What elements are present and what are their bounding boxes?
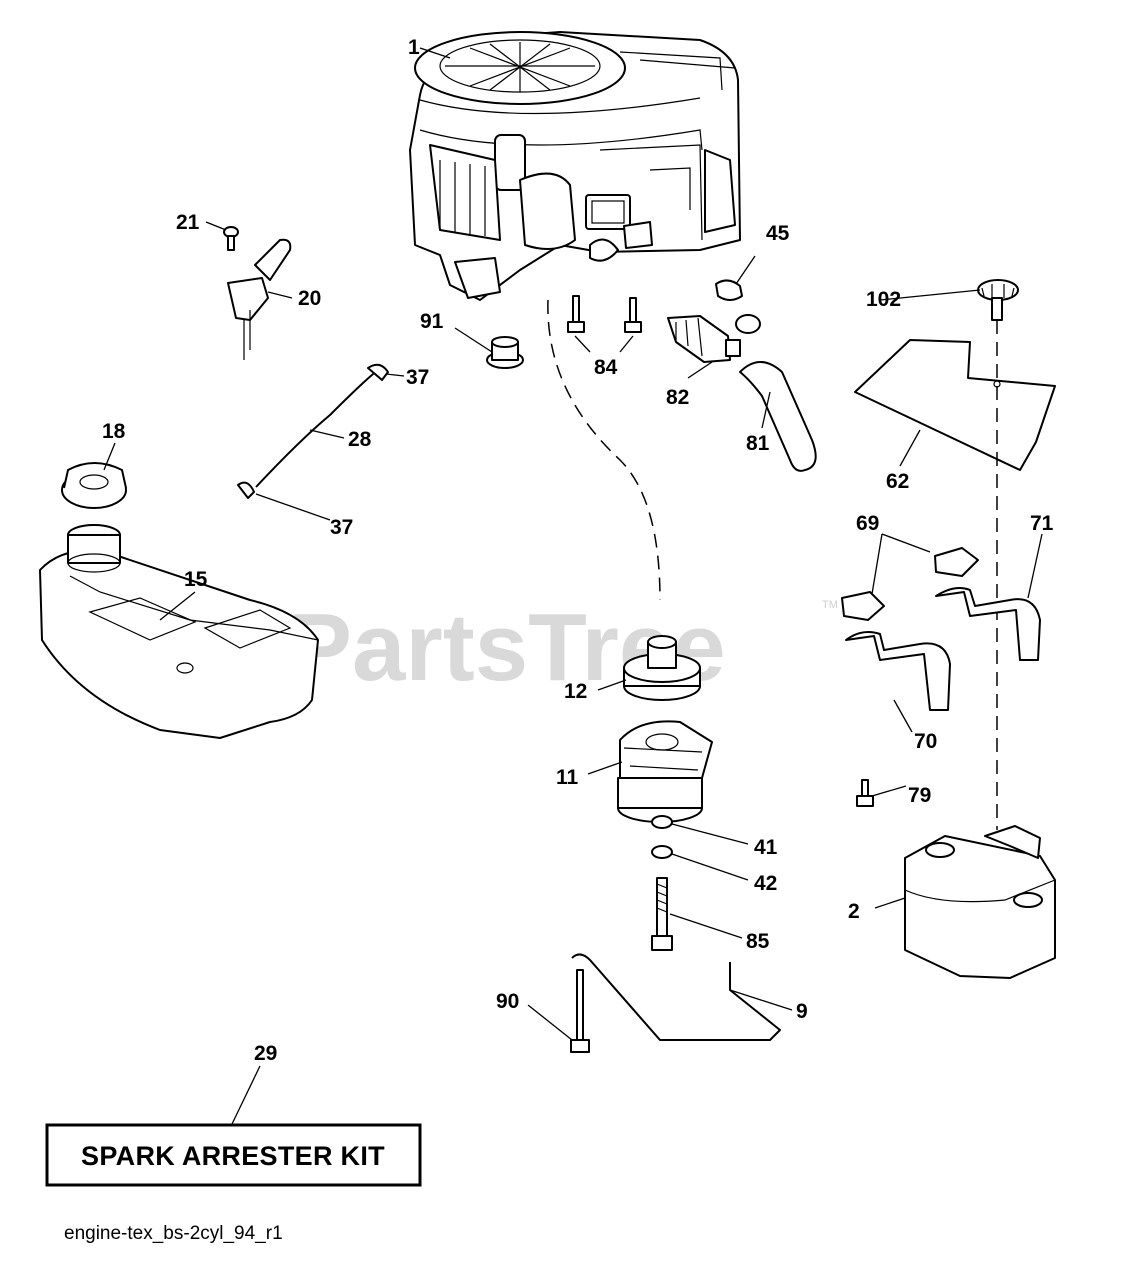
callout-29: 29 — [254, 1042, 277, 1065]
part-2-muffler — [904, 825, 1056, 979]
callout-79: 79 — [908, 784, 931, 807]
callout-71: 71 — [1030, 512, 1054, 535]
part-20-throttle-bracket — [227, 238, 292, 360]
callout-18: 18 — [102, 420, 126, 443]
callout-15: 15 — [184, 568, 208, 591]
part-18-fuel-cap — [61, 462, 127, 509]
callout-labels: 1 21 20 45 102 91 84 82 81 37 28 37 18 1… — [102, 36, 1054, 1065]
callout-69: 69 — [856, 512, 879, 535]
part-28-fuel-line — [255, 369, 379, 488]
callout-84: 84 — [594, 356, 618, 379]
callout-28: 28 — [348, 428, 372, 451]
part-82-drain-valve — [667, 314, 761, 363]
part-41-washer — [651, 815, 673, 829]
part-37-clamp-upper — [367, 363, 389, 381]
callout-62: 62 — [886, 470, 909, 493]
part-37-clamp-lower — [237, 481, 255, 499]
part-69-gasket-upper — [934, 547, 979, 577]
part-45-fitting — [715, 279, 743, 301]
part-9-bracket — [571, 953, 781, 1041]
callout-11: 11 — [556, 766, 579, 789]
watermark-trademark: TM — [822, 599, 838, 611]
part-70-exhaust-pipe — [845, 631, 951, 711]
callout-9: 9 — [796, 1000, 808, 1023]
engine — [409, 31, 741, 301]
callout-12: 12 — [564, 680, 587, 703]
callout-81: 81 — [746, 432, 770, 455]
part-11-pto-clutch — [617, 720, 713, 823]
callout-102: 102 — [866, 288, 901, 311]
part-102-knob — [977, 279, 1019, 321]
spark-arrester-kit-label: SPARK ARRESTER KIT — [81, 1141, 385, 1171]
callout-45: 45 — [766, 222, 790, 245]
part-12-pulley — [623, 635, 701, 701]
callout-20: 20 — [298, 287, 321, 310]
callout-90: 90 — [496, 990, 519, 1013]
part-42-lock-washer — [651, 845, 673, 859]
callout-1: 1 — [408, 36, 420, 59]
part-21-screw — [223, 226, 239, 251]
part-62-shield — [854, 339, 1056, 471]
part-69-gasket-lower — [841, 591, 885, 621]
part-79-bolt — [856, 779, 874, 807]
callout-70: 70 — [914, 730, 937, 753]
callout-85: 85 — [746, 930, 770, 953]
part-91-bushing — [486, 336, 524, 369]
diagram-caption: engine-tex_bs-2cyl_94_r1 — [64, 1223, 283, 1244]
part-84-bolts — [567, 295, 642, 333]
leader-lines — [103, 47, 1043, 1125]
callout-2: 2 — [848, 900, 860, 923]
part-90-bolt — [570, 969, 590, 1053]
callout-41: 41 — [754, 836, 778, 859]
callout-37-lower: 37 — [330, 516, 353, 539]
part-71-exhaust-pipe — [935, 587, 1041, 661]
part-15-fuel-tank — [39, 524, 319, 739]
callout-91: 91 — [420, 310, 444, 333]
shaft-centerline — [547, 299, 661, 601]
callout-42: 42 — [754, 872, 777, 895]
spark-arrester-kit-box: SPARK ARRESTER KIT — [45, 1123, 422, 1187]
part-85-bolt — [651, 877, 673, 951]
callout-21: 21 — [176, 211, 200, 234]
callout-82: 82 — [666, 386, 689, 409]
part-81-drain-hose — [739, 361, 817, 472]
callout-37-upper: 37 — [406, 366, 429, 389]
